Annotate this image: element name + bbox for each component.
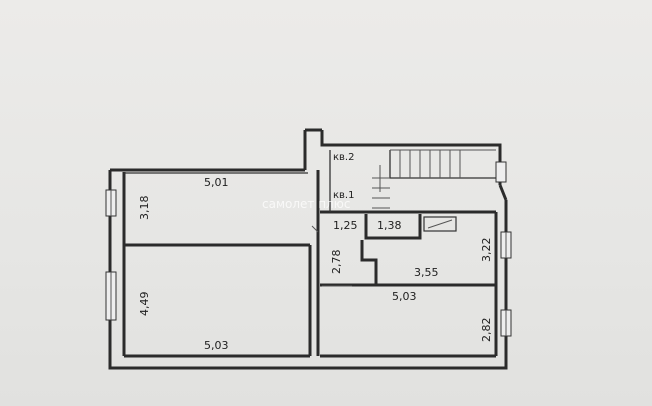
label-kv2: кв.2 [333, 152, 354, 163]
window-right-bottom [500, 309, 512, 337]
outer-walls [108, 128, 508, 370]
window-left-bottom [105, 271, 117, 321]
watermark: самолет плюс [262, 197, 350, 211]
window-left-top [105, 189, 117, 217]
dim-room2-height: 4,49 [138, 292, 151, 317]
dim-room3-height: 2,82 [480, 318, 493, 343]
interior-walls [122, 150, 498, 358]
stove [423, 216, 457, 232]
dim-room1-width: 5,01 [204, 176, 229, 189]
window-stair [495, 161, 507, 183]
dim-kitchen-width: 3,55 [414, 266, 439, 279]
window-right-top [500, 231, 512, 259]
dim-room2-width: 5,03 [204, 339, 229, 352]
doors [311, 225, 352, 287]
dim-corridor-height: 2,78 [330, 250, 343, 275]
label-kv1: кв.1 [333, 190, 354, 201]
staircase [372, 149, 496, 209]
dim-kitchen-height: 3,22 [480, 238, 493, 263]
dim-room1-height: 3,18 [138, 196, 151, 221]
dim-corridor-width: 1,25 [333, 219, 358, 232]
dim-bath-width: 1,38 [377, 219, 402, 232]
dim-room3-width: 5,03 [392, 290, 417, 303]
